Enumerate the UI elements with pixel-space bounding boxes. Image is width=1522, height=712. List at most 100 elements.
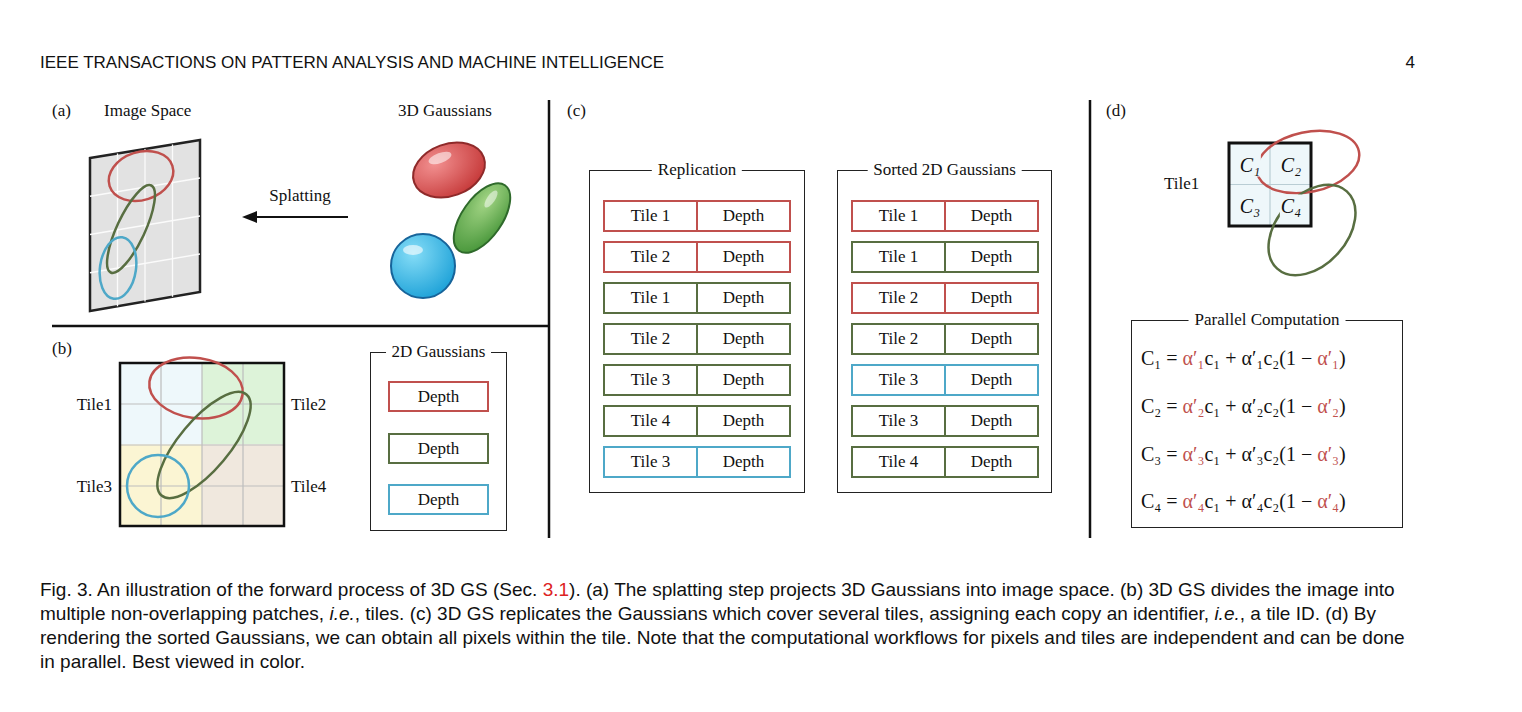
gaussian-ellipsoid: [391, 234, 455, 298]
tile-depth-row: Tile 2Depth: [851, 282, 1039, 314]
depth-box: Depth: [388, 381, 489, 412]
cell-text: Tile 2: [605, 325, 698, 353]
divider-line: [548, 100, 551, 538]
cell-text: Depth: [698, 448, 789, 476]
splat-ellipse: [142, 378, 265, 511]
cell-text: Depth: [698, 366, 789, 394]
cell-text: Tile 3: [853, 366, 946, 394]
pixel-label: C₃: [1239, 195, 1261, 218]
cell-text: Tile 2: [853, 325, 946, 353]
cell-text: Tile 1: [853, 243, 946, 271]
page-number: 4: [1406, 53, 1415, 73]
splat-ellipse: [145, 352, 246, 424]
tile-depth-row: Tile 3Depth: [603, 364, 791, 396]
equation: C₃ = α′₃c₁ + α′₃c₂(1 − α′₃): [1141, 441, 1346, 467]
gaussian-ellipsoid: [443, 174, 522, 262]
cell-text: Tile 3: [853, 407, 946, 435]
splat-ellipse: [96, 235, 140, 301]
grid-line: [1229, 184, 1311, 185]
depth-box: Depth: [388, 484, 489, 515]
cell-text: Depth: [418, 439, 460, 459]
panel-letter: (a): [52, 101, 71, 121]
equation: C₂ = α′₂c₁ + α′₂c₂(1 − α′₂): [1141, 393, 1346, 419]
cell-text: Depth: [418, 387, 460, 407]
tile-depth-row: Tile 1Depth: [603, 282, 791, 314]
divider-line: [1089, 100, 1092, 538]
splat-arrow: [254, 216, 348, 218]
arrow-head: [242, 211, 257, 223]
cell-text: Depth: [946, 284, 1037, 312]
cell-text: Tile 3: [605, 448, 698, 476]
splat-ellipse: [102, 143, 180, 209]
tile-label: Tile4: [291, 477, 326, 497]
tile-label: Tile1: [1164, 174, 1199, 194]
image-plane: [90, 140, 200, 311]
cell-text: Tile 4: [605, 407, 698, 435]
cell-text: Depth: [698, 202, 789, 230]
cell-text: Tile 2: [853, 284, 946, 312]
cell-text: Depth: [946, 202, 1037, 230]
tile-depth-row: Tile 1Depth: [603, 200, 791, 232]
panel-letter: (d): [1106, 101, 1126, 121]
tile-depth-row: Tile 3Depth: [851, 405, 1039, 437]
tile-depth-row: Tile 1Depth: [851, 241, 1039, 273]
cell-text: Tile 3: [605, 366, 698, 394]
tile-depth-row: Tile 1Depth: [851, 200, 1039, 232]
grid-line: [120, 403, 284, 404]
pixel-label: C₁: [1239, 154, 1261, 177]
cell-text: Depth: [946, 407, 1037, 435]
tile-label: Tile2: [291, 395, 326, 415]
cell-text: Depth: [946, 366, 1037, 394]
pixel-label: C₄: [1280, 195, 1302, 218]
tile-grid: [120, 363, 284, 526]
cell-text: Tile 1: [853, 202, 946, 230]
panel-title: Image Space: [104, 101, 191, 121]
cell-text: Tile 1: [605, 202, 698, 230]
figure-caption: Fig. 3. An illustration of the forward p…: [40, 578, 1420, 674]
tile-label: Tile1: [77, 395, 112, 415]
tile-depth-row: Tile 3Depth: [603, 446, 791, 478]
splat-ellipse: [1251, 168, 1373, 292]
cell-text: Depth: [946, 448, 1037, 476]
cell-text: Depth: [698, 284, 789, 312]
splat-ellipse: [98, 180, 164, 279]
highlight: [427, 149, 453, 167]
box-title: Parallel Computation: [1189, 310, 1346, 330]
tile-depth-row: Tile 2Depth: [851, 323, 1039, 355]
image-border: [120, 363, 284, 526]
tile-depth-row: Tile 2Depth: [603, 323, 791, 355]
equation: C₄ = α′₄c₁ + α′₄c₂(1 − α′₄): [1141, 488, 1346, 514]
tile-depth-row: Tile 4Depth: [603, 405, 791, 437]
cell-text: Depth: [698, 243, 789, 271]
box-title: Replication: [652, 160, 742, 180]
cell-text: Depth: [946, 325, 1037, 353]
box-title: Sorted 2D Gaussians: [867, 160, 1022, 180]
group-box: Sorted 2D GaussiansTile 1DepthTile 1Dept…: [837, 170, 1052, 493]
grid-line: [120, 485, 284, 486]
panel-title: 3D Gaussians: [398, 101, 492, 121]
tile-depth-row: Tile 3Depth: [851, 364, 1039, 396]
panel-letter: (b): [52, 339, 72, 359]
group-box: Parallel ComputationC₁ = α′₁c₁ + α′₁c₂(1…: [1131, 320, 1403, 528]
tile-border: [1229, 143, 1311, 226]
divider-line: [52, 325, 549, 328]
cell-text: Depth: [418, 490, 460, 510]
splat-ellipse: [127, 455, 189, 517]
tile-depth-row: Tile 4Depth: [851, 446, 1039, 478]
depth-box: Depth: [388, 433, 489, 464]
cell-text: Depth: [698, 325, 789, 353]
panel-letter: (c): [567, 101, 586, 121]
highlight: [403, 245, 423, 255]
tile-fill: [1229, 143, 1311, 226]
arrow-label: Splatting: [269, 186, 330, 206]
tile-label: Tile3: [77, 477, 112, 497]
equation: C₁ = α′₁c₁ + α′₁c₂(1 − α′₁): [1141, 345, 1346, 371]
tile-depth-row: Tile 2Depth: [603, 241, 791, 273]
group-box: 2D GaussiansDepthDepthDepth: [370, 352, 507, 531]
cell-text: Depth: [946, 243, 1037, 271]
cell-text: Tile 2: [605, 243, 698, 271]
group-box: ReplicationTile 1DepthTile 2DepthTile 1D…: [589, 170, 805, 493]
pixel-label: C₂: [1280, 154, 1302, 177]
cell-text: Depth: [698, 407, 789, 435]
cell-text: Tile 1: [605, 284, 698, 312]
